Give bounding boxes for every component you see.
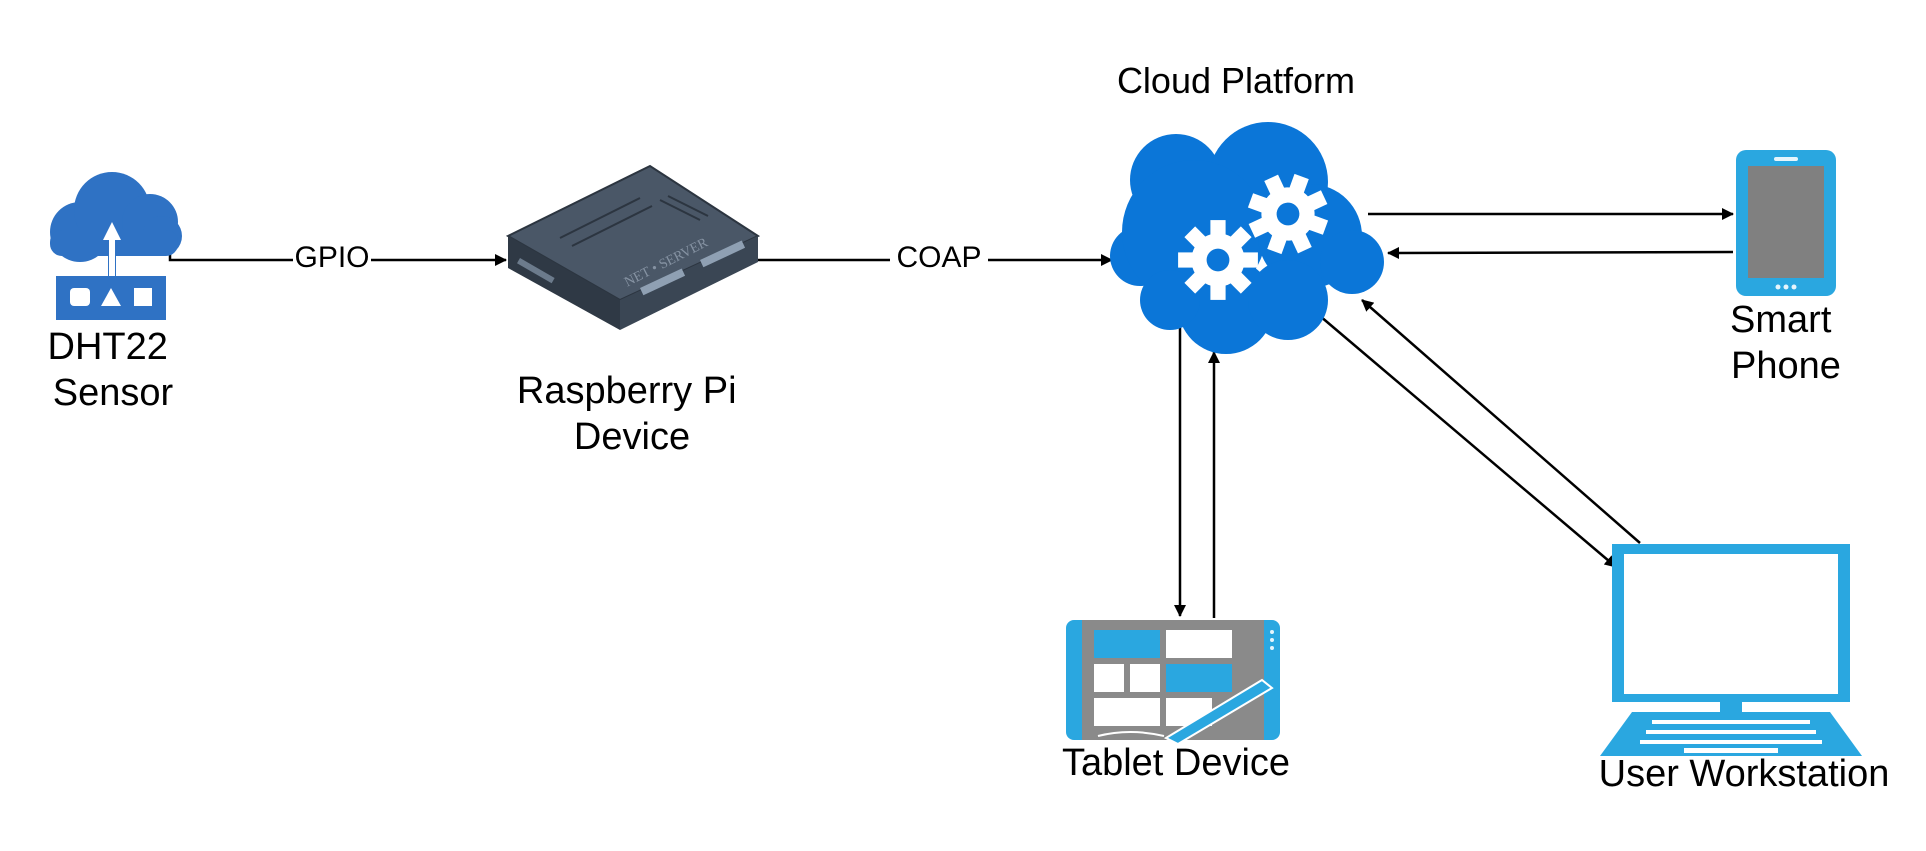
edge-label-coap: COAP — [890, 240, 988, 274]
edge-laptop-to-cloud — [1361, 299, 1641, 544]
tablet-label: Tablet Device — [1062, 742, 1290, 784]
edge-cloud-to-laptop — [1319, 315, 1617, 568]
edge-phone-to-cloud — [1387, 246, 1734, 259]
node-cloud-platform: Cloud Platform — [1110, 60, 1384, 354]
laptop-icon — [1600, 544, 1862, 756]
tablet-stylus-icon — [1066, 620, 1280, 746]
sensor-label-line-1: DHT22 — [48, 326, 168, 368]
cloud-platform-label: Cloud Platform — [1117, 60, 1355, 101]
svg-text:Raspberry Pi Device: Raspberry Pi Device — [517, 370, 747, 458]
node-tablet-device: Tablet Device — [1062, 620, 1290, 784]
node-smart-phone: Smart Phone — [1730, 150, 1842, 387]
phone-label-line-2: Phone — [1731, 345, 1841, 387]
node-raspberry-pi: NET • SERVER Raspberry Pi Device — [505, 164, 761, 458]
cloud-gears-icon — [1110, 122, 1384, 354]
smartphone-icon — [1736, 150, 1836, 296]
phone-label-line-1: Smart — [1730, 299, 1832, 341]
iot-cloud-sensor-icon — [50, 172, 182, 320]
server-box-icon: NET • SERVER — [505, 164, 761, 330]
pi-label-line-2: Device — [574, 416, 690, 458]
gpio-label: GPIO — [294, 241, 369, 274]
edge-label-gpio: GPIO — [293, 240, 371, 274]
laptop-label: User Workstation — [1599, 753, 1890, 795]
edges — [168, 208, 1734, 618]
sensor-label-line-2: Sensor — [53, 372, 174, 414]
svg-text:Smart Phone: Smart Phone — [1730, 299, 1842, 387]
svg-text:DHT22 Sensor: DHT22 Sensor — [48, 326, 179, 414]
pi-label-line-1: Raspberry Pi — [517, 370, 737, 412]
node-dht22-sensor: DHT22 Sensor — [48, 172, 182, 414]
node-user-workstation: User Workstation — [1599, 544, 1890, 795]
coap-label: COAP — [896, 241, 981, 274]
